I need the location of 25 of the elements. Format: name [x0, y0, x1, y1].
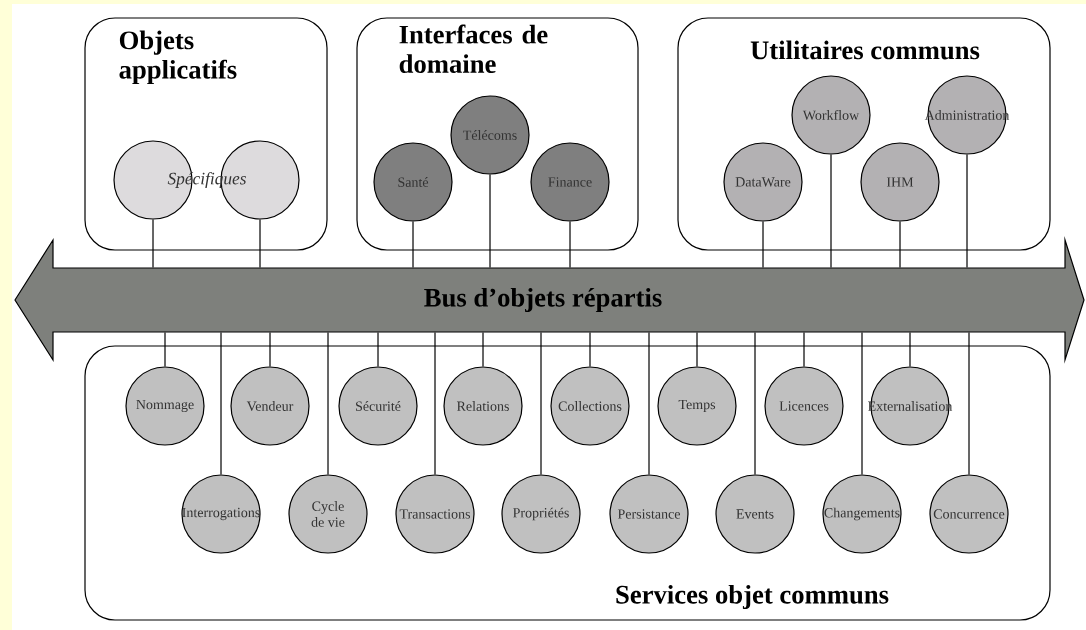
connector-line [434, 332, 436, 475]
connector-line [152, 219, 154, 268]
connector-line [861, 332, 863, 475]
connector-line [164, 332, 166, 367]
connector-line [966, 154, 968, 268]
connector-line [909, 332, 911, 367]
connector-line [754, 332, 756, 475]
connector-line [327, 332, 329, 475]
connector-line [269, 332, 271, 367]
connector-line [482, 332, 484, 367]
connector-line [589, 332, 591, 367]
connector-line [762, 221, 764, 268]
connector-line [648, 332, 650, 475]
connector-line [412, 221, 414, 268]
connector-line [696, 332, 698, 367]
connector-line [569, 221, 571, 268]
connector-line [489, 174, 491, 268]
connector-line [899, 221, 901, 268]
connector-line [803, 332, 805, 367]
connector-line [968, 332, 970, 475]
connector-line [830, 154, 832, 268]
connector-line [259, 219, 261, 268]
connector-line [377, 332, 379, 367]
connector-line [220, 332, 222, 475]
connector-line [540, 332, 542, 475]
